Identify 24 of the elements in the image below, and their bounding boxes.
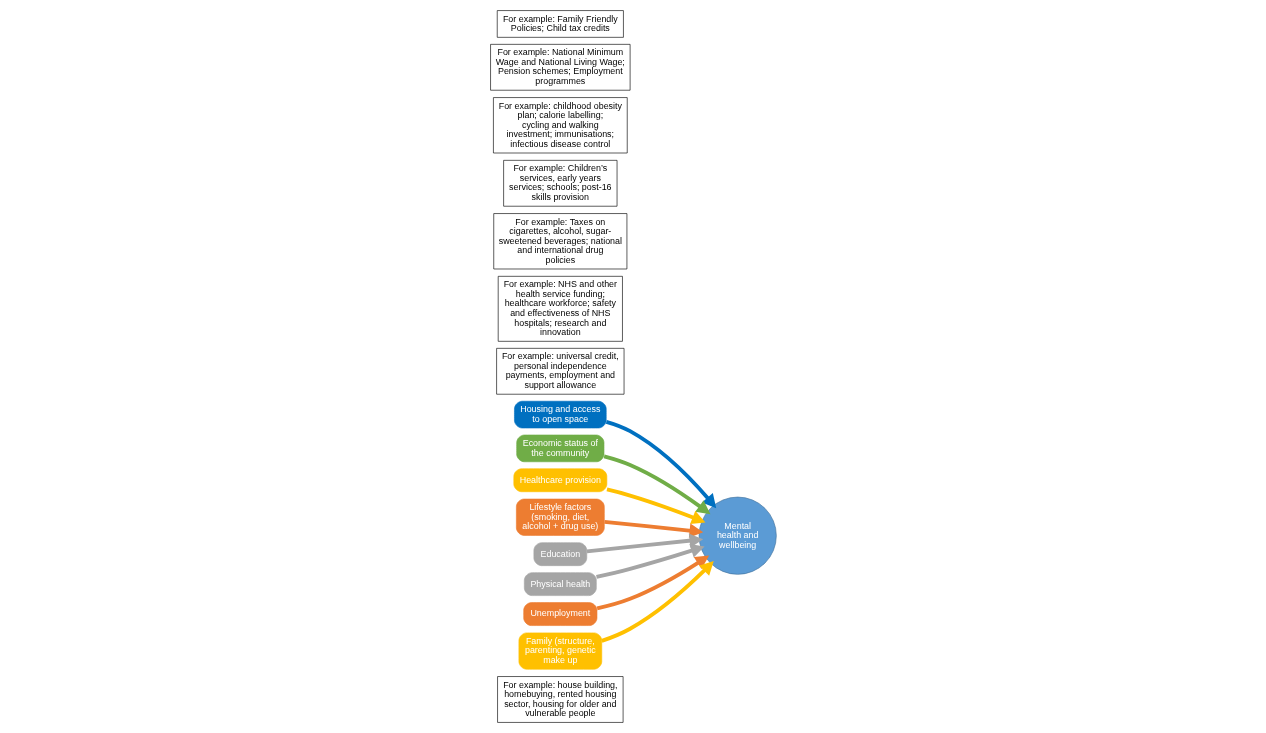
arrow <box>600 561 714 643</box>
node-box: For example: universal credit, personal independence payments, employment and support allowance <box>495 348 624 395</box>
arrow <box>603 454 710 515</box>
node-box: Education <box>533 542 587 566</box>
arrow <box>605 419 716 509</box>
node-box: Housing and access to open space <box>513 400 607 429</box>
node-box: Family (structure, parenting, genetic make up <box>518 632 602 670</box>
arrow <box>596 555 709 611</box>
arrow <box>606 487 705 525</box>
node-box: For example: National Minimum Wage and National Living Wage; Pension schemes; Employment programmes <box>489 44 630 91</box>
node-box: For example: Family Friendly Policies; Child tax credits <box>496 10 624 38</box>
node-box: For example: house building, homebuying, rented housing sector, housing for older and vulnerable people <box>496 676 623 723</box>
arrow <box>595 543 705 579</box>
node-box: Healthcare provision <box>513 468 607 493</box>
node-box: For example: NHS and other health service funding; healthcare workforce; safety and effectiveness of NHS hospitals; research and innovation <box>497 276 623 342</box>
arrow <box>603 519 703 538</box>
arrow <box>586 533 703 554</box>
node-box: Lifestyle factors (smoking, diet, alcohol + drug use) <box>515 498 605 536</box>
node-box: Economic status of the community <box>515 434 604 463</box>
node-box: Physical health <box>523 572 597 596</box>
node-box: For example: Children’s services, early years services; schools; post-16 skills provision <box>502 160 617 207</box>
node-box: For example: Taxes on cigarettes, alcohol, sugar-sweetened beverages; national and international drug policies <box>492 213 627 270</box>
node-box: For example: childhood obesity plan; calorie labelling; cycling and walking investment; immunisations; infectious disease control <box>492 97 628 154</box>
node-box: Unemployment <box>522 602 597 626</box>
